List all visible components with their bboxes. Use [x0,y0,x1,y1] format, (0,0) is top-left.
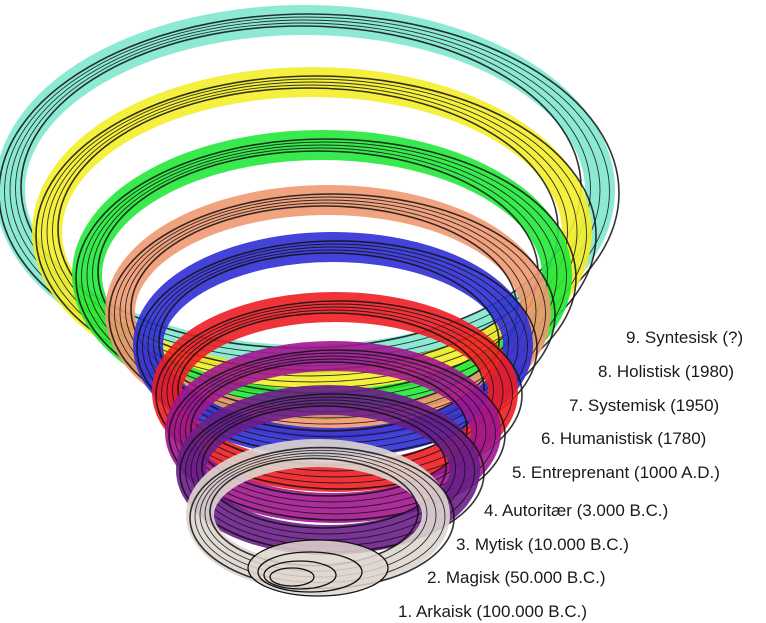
level-label-6: 6. Humanistisk (1780) [541,429,706,448]
level-label-2: 2. Magisk (50.000 B.C.) [427,568,606,587]
level-label-5: 5. Entreprenant (1000 A.D.) [512,463,720,482]
level-label-8: 8. Holistisk (1980) [598,362,734,381]
spiral-bands [0,5,620,591]
level-label-1: 1. Arkaisk (100.000 B.C.) [398,602,587,621]
spiral-band-level-4 [152,292,523,492]
level-labels: 1. Arkaisk (100.000 B.C.) 2. Magisk (50.0… [398,328,743,621]
level-label-9: 9. Syntesisk (?) [626,328,743,347]
level-label-4: 4. Autoritær (3.000 B.C.) [484,501,668,520]
level-label-3: 3. Mytisk (10.000 B.C.) [456,535,629,554]
spiral-band-level-3 [165,341,506,523]
level-label-7: 7. Systemisk (1950) [569,396,719,415]
innermost-coil [247,539,389,597]
